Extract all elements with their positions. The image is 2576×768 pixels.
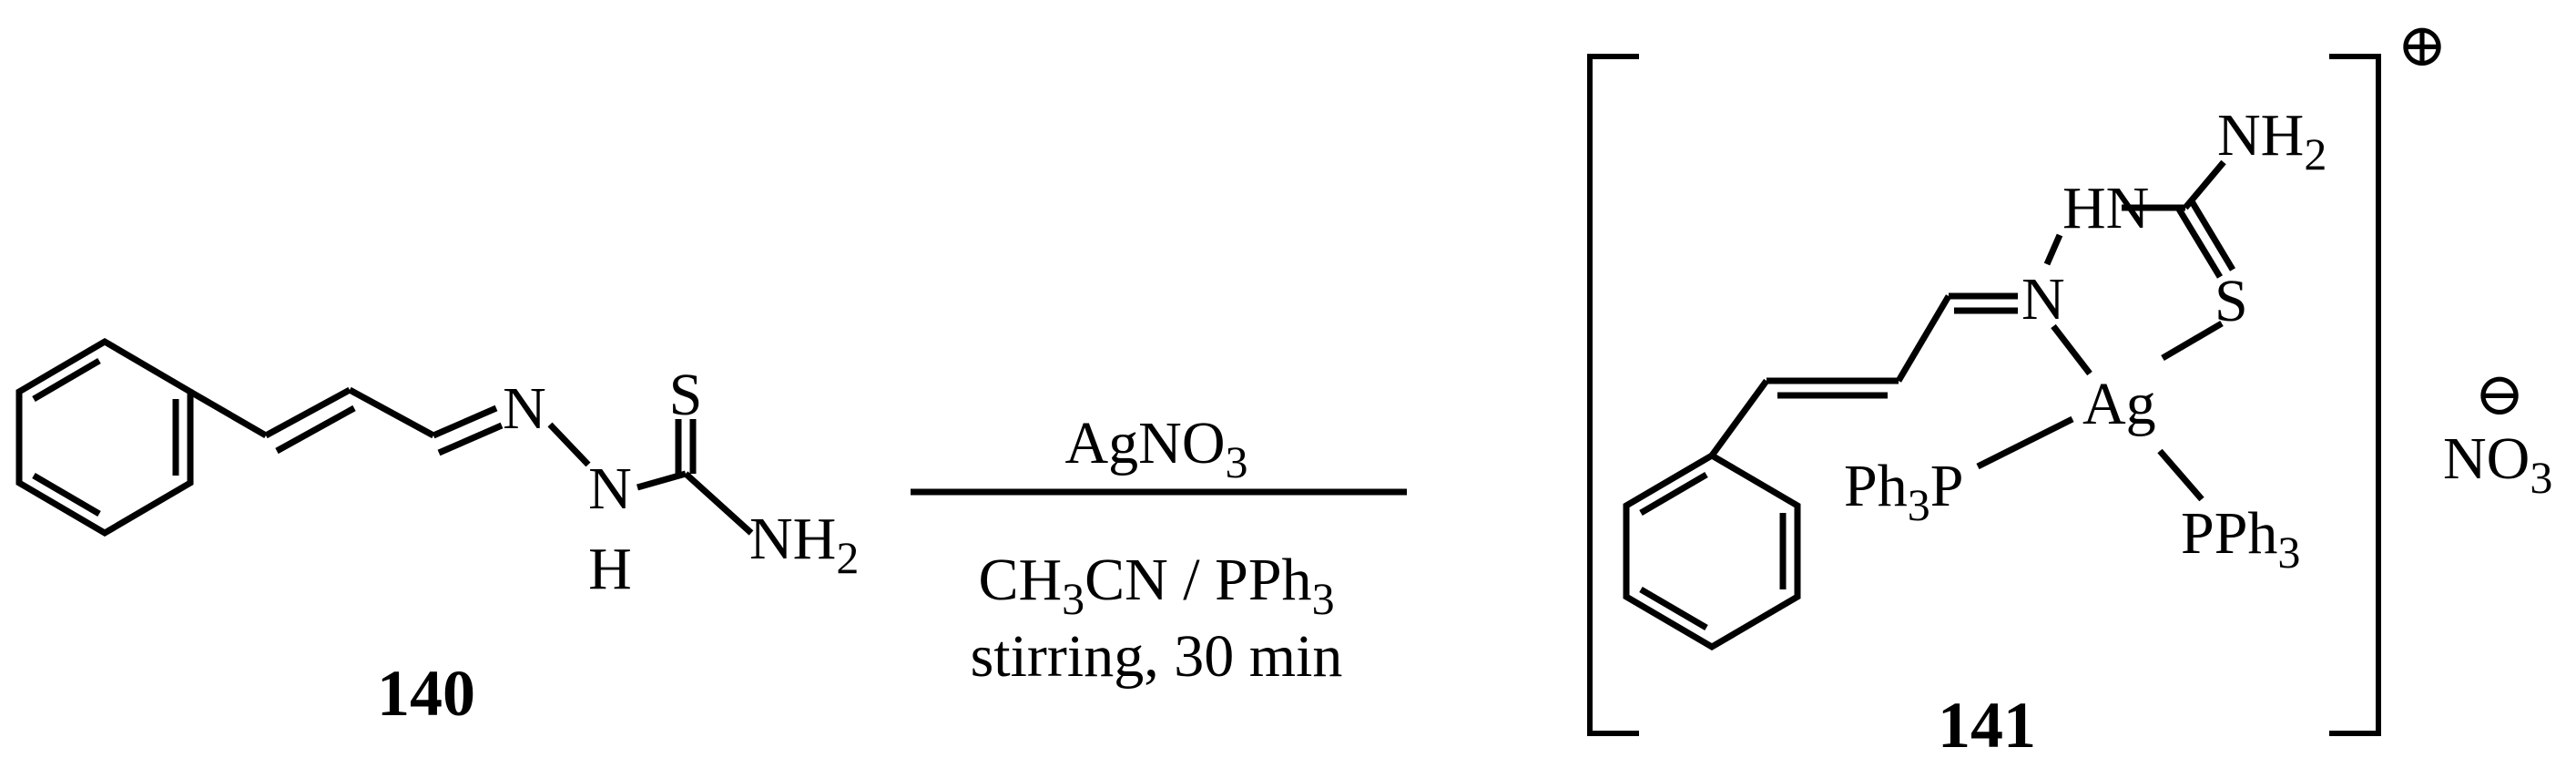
reaction-conditions: AgNO3 CH3CN / PPh3 stirring, 30 min bbox=[911, 410, 1408, 690]
cation-charge: ⊕ bbox=[2397, 13, 2447, 79]
thiosemicarbazone-ligand-bonds bbox=[2043, 159, 2236, 279]
coord-arrow-p-left-ag bbox=[1976, 415, 2074, 470]
atom-silver: Ag bbox=[2082, 371, 2156, 437]
reagent-agno3: AgNO3 bbox=[1065, 410, 1248, 487]
compound-label-141: 141 bbox=[1938, 689, 2036, 762]
nitrate-formula: NO3 bbox=[2443, 425, 2552, 503]
amine-group-reactant: NH2 bbox=[749, 506, 859, 583]
ligand-ph3p-left: Ph3P bbox=[1844, 453, 1963, 530]
atom-nitrogen-imine-product: N bbox=[2021, 266, 2065, 333]
nitrate-counterion: ⊖ NO3 bbox=[2443, 362, 2552, 503]
coord-arrow-n-ag bbox=[2051, 323, 2092, 376]
reactant-140: S N N H NH2 140 bbox=[15, 337, 859, 730]
phenyl-ring-product bbox=[1623, 451, 1801, 651]
atom-sulfur-product: S bbox=[2215, 268, 2248, 334]
coord-arrow-s-ag bbox=[2161, 320, 2224, 362]
compound-label-140: 140 bbox=[377, 657, 475, 730]
coordination-bonds bbox=[1976, 320, 2224, 502]
amine-group-product: NH2 bbox=[2217, 102, 2327, 179]
atom-hydrogen-reactant: H bbox=[588, 536, 632, 602]
brackets bbox=[1587, 54, 2381, 736]
atom-sulfur-reactant: S bbox=[669, 362, 703, 428]
coord-arrow-p-right-ag bbox=[2157, 448, 2204, 502]
propenylidene-chain-reactant bbox=[188, 386, 504, 456]
propenylidene-chain-product bbox=[1709, 292, 2018, 458]
atom-nitrogen-nh-reactant: N bbox=[588, 456, 632, 522]
phenyl-ring-reactant bbox=[15, 337, 194, 538]
reaction-time: stirring, 30 min bbox=[971, 623, 1343, 690]
atom-hn-product: HN bbox=[2062, 175, 2149, 241]
product-141: ⊕ NH2 HN N bbox=[1587, 13, 2448, 762]
right-bracket bbox=[2329, 54, 2381, 736]
solvent-ch3cn-pph3: CH3CN / PPh3 bbox=[978, 547, 1334, 624]
thiosemicarbazone-bonds-reactant bbox=[547, 419, 754, 536]
anion-charge: ⊖ bbox=[2474, 362, 2524, 428]
ligand-pph3-right: PPh3 bbox=[2181, 500, 2300, 578]
left-bracket bbox=[1587, 54, 1639, 736]
atom-nitrogen-imine-reactant: N bbox=[503, 375, 546, 442]
